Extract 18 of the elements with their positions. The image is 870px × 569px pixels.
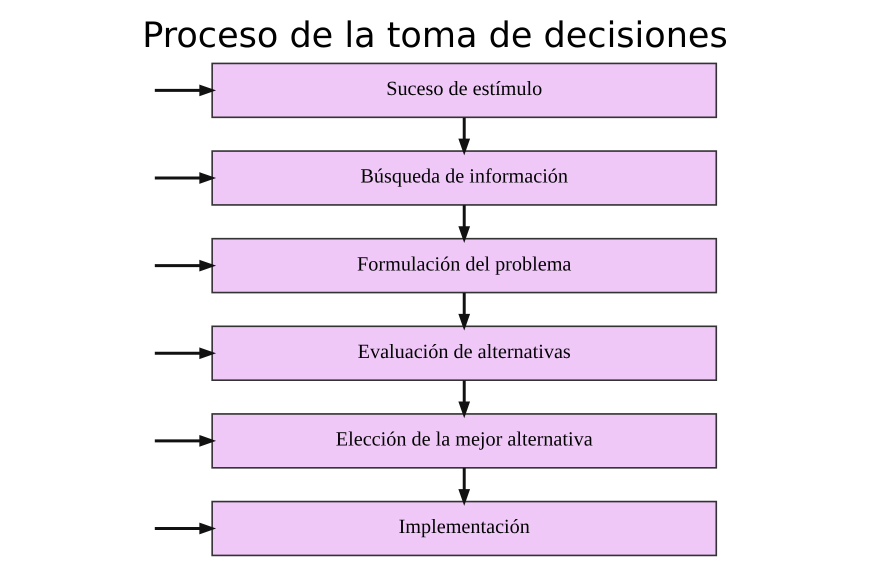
arrow <box>458 468 470 506</box>
arrow <box>458 292 470 331</box>
arrow <box>154 260 216 272</box>
arrow <box>458 380 470 418</box>
node-box: Elección de la mejor alternativa <box>211 413 718 469</box>
arrow <box>154 435 216 447</box>
arrow <box>458 205 470 243</box>
node-box: Implementación <box>211 500 718 556</box>
arrow <box>154 347 216 360</box>
arrow <box>458 118 470 156</box>
arrow <box>154 172 216 184</box>
node-box: Búsqueda de información <box>211 150 718 206</box>
node-box: Formulación del problema <box>211 238 718 294</box>
arrow <box>154 84 216 96</box>
node-box: Suceso de estímulo <box>211 62 718 118</box>
arrow <box>154 522 216 534</box>
diagram-title: Proceso de la toma de decisiones <box>142 14 728 56</box>
node-box: Evaluación de alternativas <box>211 325 718 381</box>
